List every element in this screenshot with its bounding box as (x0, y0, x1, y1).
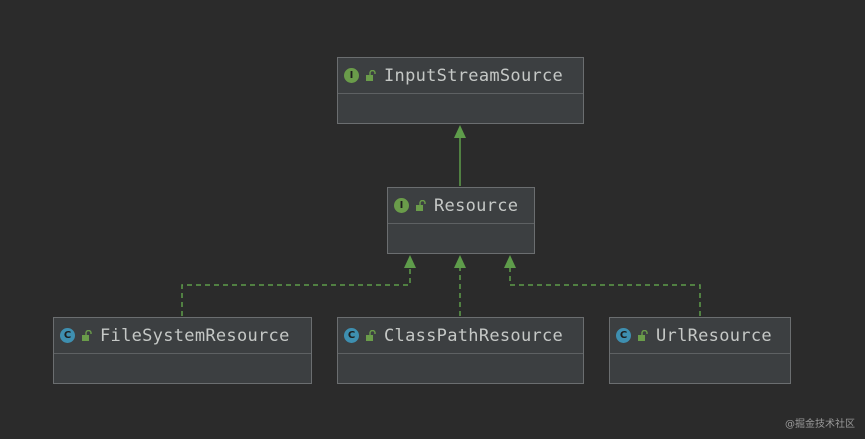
node-input-stream-source[interactable]: I InputStreamSource (337, 57, 584, 124)
node-name: Resource (434, 195, 519, 216)
node-header: C ClassPathResource (338, 318, 583, 354)
class-icon: C (60, 328, 75, 343)
node-resource[interactable]: I Resource (387, 187, 535, 254)
interface-icon: I (394, 198, 409, 213)
arrowhead-input-stream-source (454, 125, 466, 138)
public-unlock-icon (416, 200, 426, 211)
watermark: @掘金技术社区 (785, 419, 855, 430)
public-unlock-icon (366, 330, 376, 341)
public-unlock-icon (82, 330, 92, 341)
arrowhead-resource-right (504, 255, 516, 268)
arrowhead-resource-center (454, 255, 466, 268)
interface-icon: I (344, 68, 359, 83)
node-class-path-resource[interactable]: C ClassPathResource (337, 317, 584, 384)
node-header: C FileSystemResource (54, 318, 311, 354)
node-header: I InputStreamSource (338, 58, 583, 94)
class-icon: C (344, 328, 359, 343)
node-file-system-resource[interactable]: C FileSystemResource (53, 317, 312, 384)
node-name: InputStreamSource (384, 65, 564, 86)
node-name: ClassPathResource (384, 325, 564, 346)
node-name: UrlResource (656, 325, 772, 346)
node-header: C UrlResource (610, 318, 790, 354)
public-unlock-icon (638, 330, 648, 341)
class-icon: C (616, 328, 631, 343)
arrowhead-resource-left (404, 255, 416, 268)
node-url-resource[interactable]: C UrlResource (609, 317, 791, 384)
node-name: FileSystemResource (100, 325, 290, 346)
edge-url-resource-implements-resource (509, 268, 701, 316)
node-header: I Resource (388, 188, 534, 224)
edge-file-system-resource-implements-resource (181, 268, 411, 316)
public-unlock-icon (366, 70, 376, 81)
